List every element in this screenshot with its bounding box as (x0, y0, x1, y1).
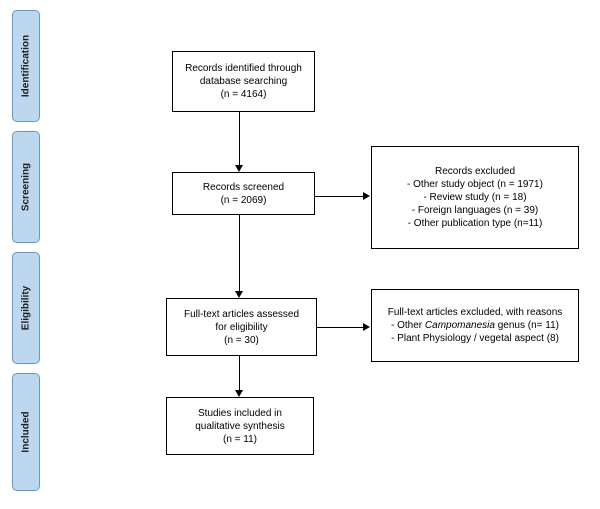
phase-screening-label: Screening (20, 162, 32, 212)
fulltext-assessed-count: (n = 30) (224, 334, 259, 346)
arrow-fulltext-to-excluded (317, 327, 364, 328)
phase-screening-bar: Screening (12, 131, 40, 243)
records-excluded-title: Records excluded (434, 166, 516, 177)
arrowhead-screened-to-excluded (363, 192, 370, 200)
excluded-reason-item: - Review study (n = 18) (423, 192, 527, 203)
fulltext-assessed-line2: for eligibility (215, 321, 268, 333)
arrowhead-fulltext-to-excluded (363, 323, 370, 331)
fulltext-assessed-box: Full-text articles assessed for eligibil… (166, 298, 317, 356)
reason-genus-prefix: - Other (391, 320, 425, 331)
arrowhead-fulltext-to-included (235, 390, 243, 397)
excluded-reason-item: - Foreign languages (n = 39) (411, 205, 539, 216)
studies-included-line1: Studies included in (198, 407, 282, 419)
studies-included-line2: qualitative synthesis (195, 420, 285, 432)
excluded-reason-item: - Other study object (n = 1971) (407, 179, 543, 190)
reason-genus-suffix: genus (n= 11) (494, 320, 559, 331)
phase-identification-label: Identification (20, 34, 32, 98)
records-screened-count: (n = 2069) (220, 194, 267, 206)
phase-included-bar: Included (12, 373, 40, 491)
records-identified-line1: Records identified through (185, 63, 302, 74)
arrow-screened-to-excluded (315, 196, 364, 197)
reason-genus-name: Campomanesia (424, 320, 495, 331)
records-identified-line2: database searching (199, 76, 288, 87)
phase-identification-bar: Identification (12, 10, 40, 122)
arrow-identified-to-screened (239, 112, 240, 167)
fulltext-excluded-reason-physiology: - Plant Physiology / vegetal aspect (8) (391, 333, 559, 344)
arrowhead-screened-to-fulltext (235, 291, 243, 298)
fulltext-assessed-line1: Full-text articles assessed (183, 308, 300, 320)
records-screened-line1: Records screened (202, 181, 285, 193)
records-excluded-box: Records excluded - Other study object (n… (371, 146, 579, 249)
arrow-fulltext-to-included (239, 356, 240, 392)
phase-eligibility-label: Eligibility (20, 285, 32, 331)
phase-eligibility-bar: Eligibility (12, 252, 40, 364)
studies-included-box: Studies included in qualitative synthesi… (166, 397, 314, 455)
fulltext-excluded-box: Full-text articles excluded, with reason… (371, 289, 579, 362)
fulltext-excluded-title: Full-text articles excluded, with reason… (387, 307, 563, 318)
records-identified-count: (n = 4164) (220, 89, 267, 100)
arrow-screened-to-fulltext (239, 215, 240, 293)
excluded-reason-item: - Other publication type (n=11) (407, 218, 543, 229)
records-identified-box: Records identified through database sear… (172, 51, 315, 112)
phase-included-label: Included (20, 411, 32, 453)
records-screened-box: Records screened (n = 2069) (172, 172, 315, 215)
arrowhead-identified-to-screened (235, 165, 243, 172)
fulltext-excluded-reason-genus: - Other Campomanesia genus (n= 11) (391, 319, 559, 332)
studies-included-count: (n = 11) (223, 433, 257, 445)
